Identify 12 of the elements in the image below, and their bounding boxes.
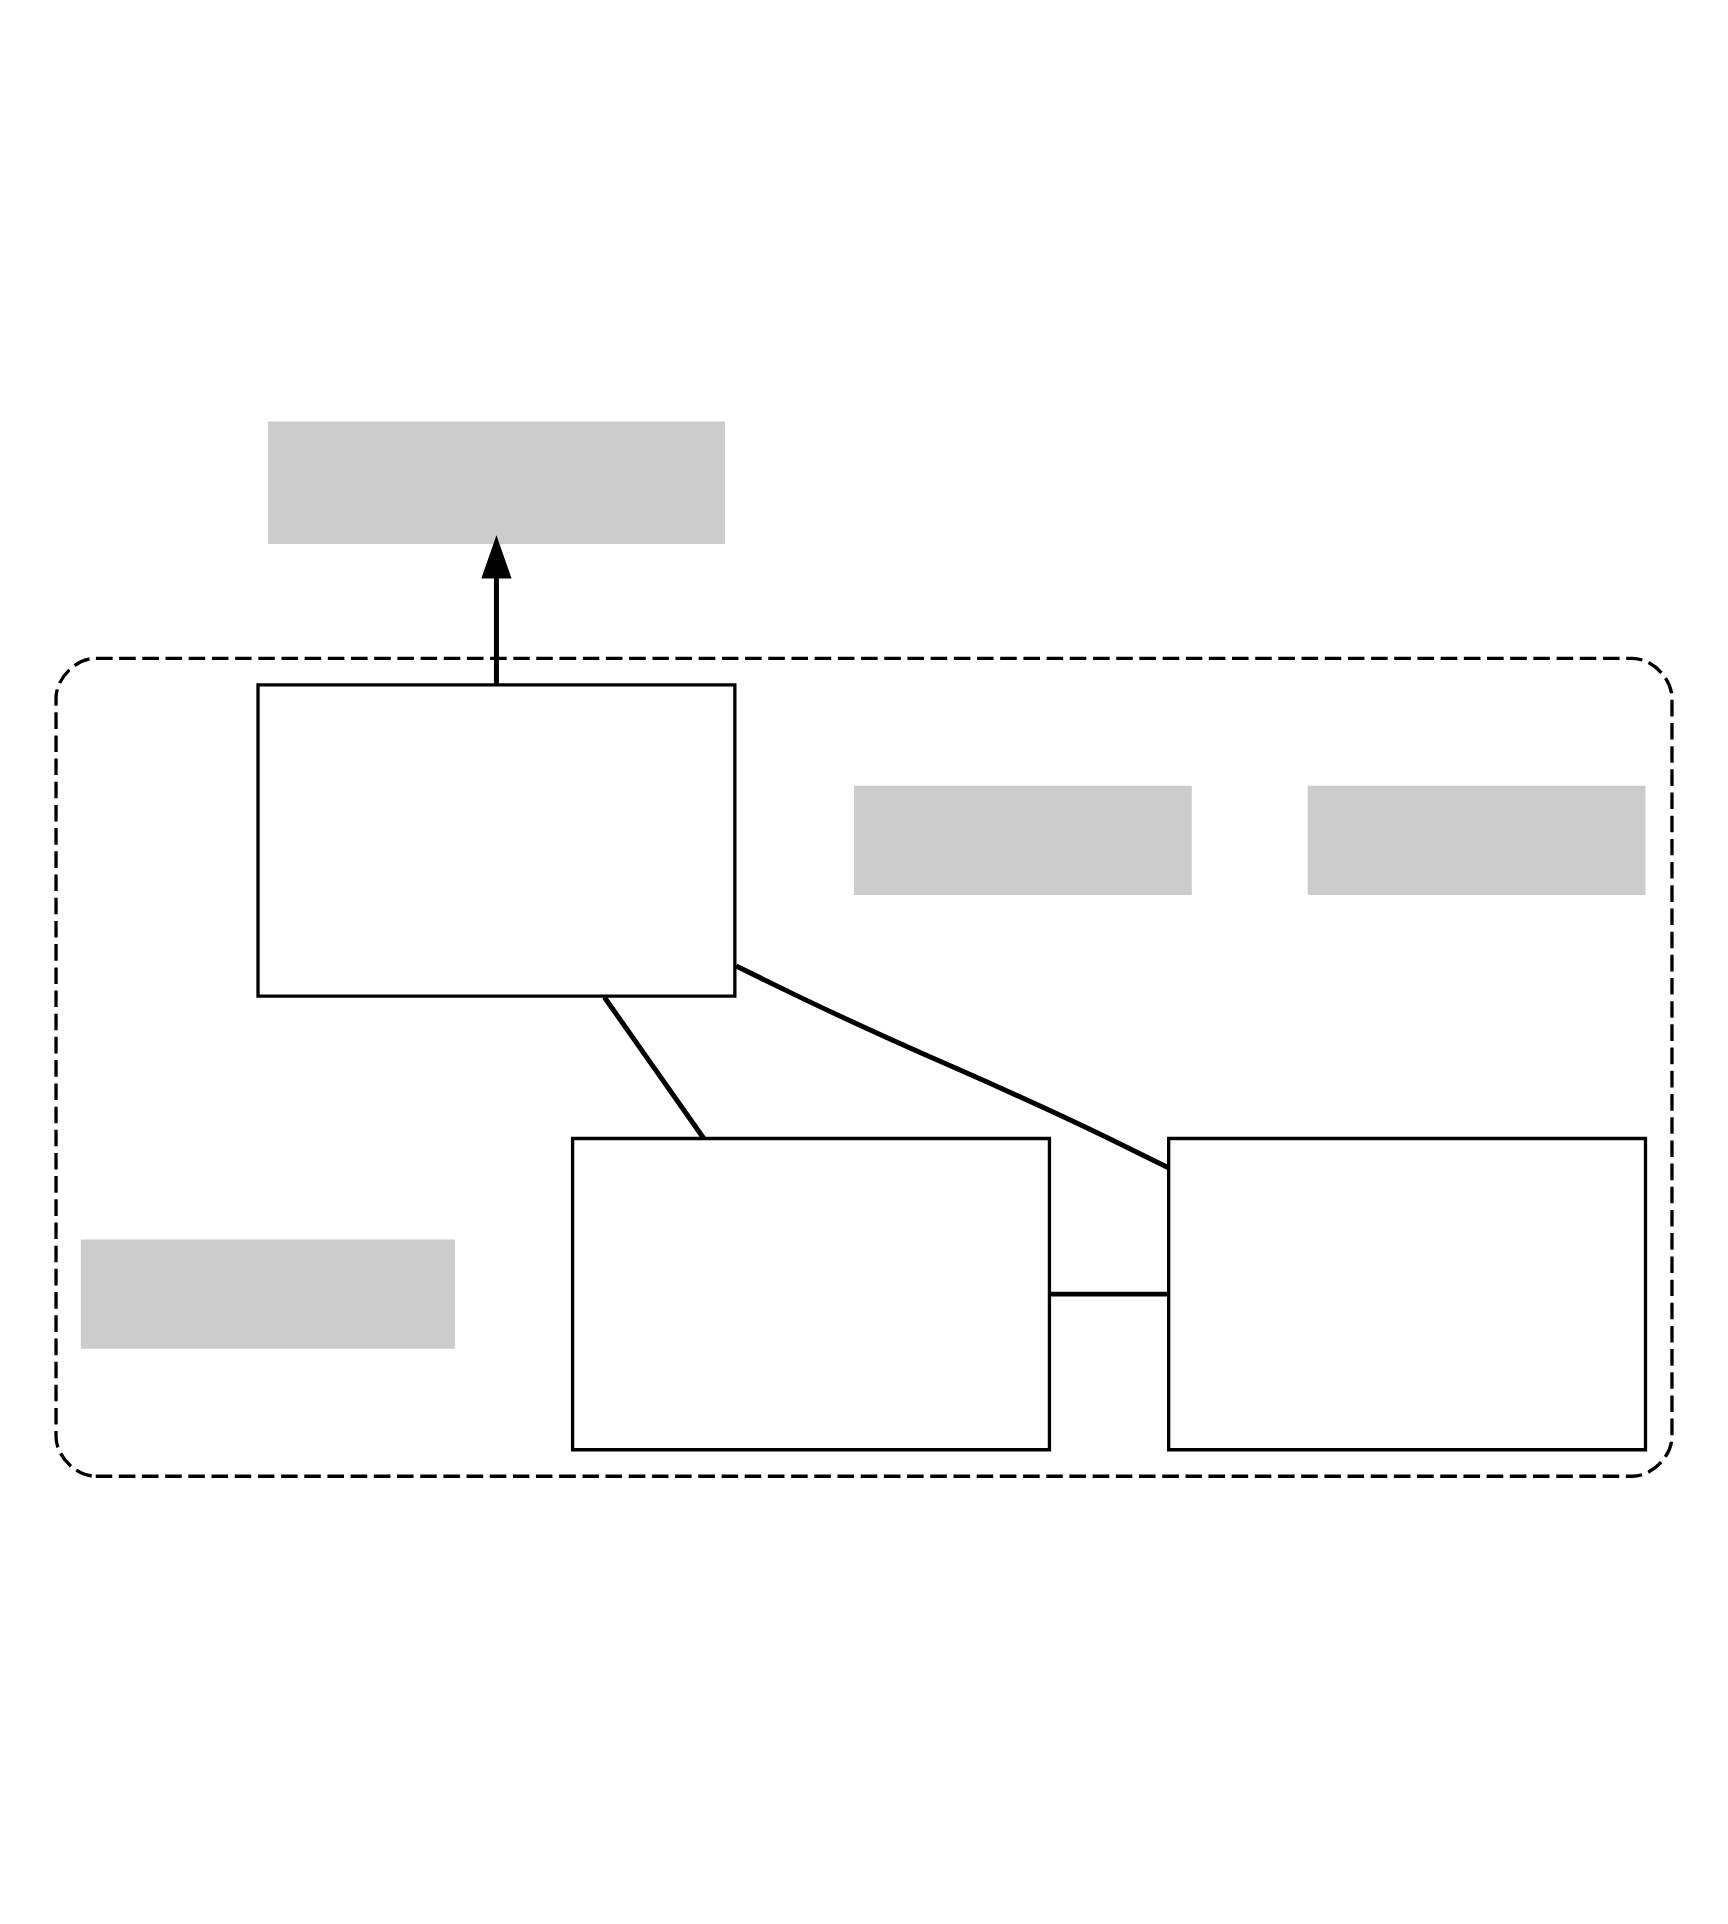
node-box (267, 420, 725, 544)
connector (602, 994, 706, 1139)
node-box (80, 1238, 456, 1348)
node-box (570, 1135, 1052, 1451)
arrow (481, 534, 512, 684)
connector (735, 962, 1170, 1169)
node-box (854, 784, 1192, 895)
node-box (256, 682, 737, 997)
node-box (1307, 784, 1646, 895)
cluster (54, 655, 1674, 1477)
node-box (1167, 1135, 1648, 1451)
connector (1049, 1290, 1169, 1296)
